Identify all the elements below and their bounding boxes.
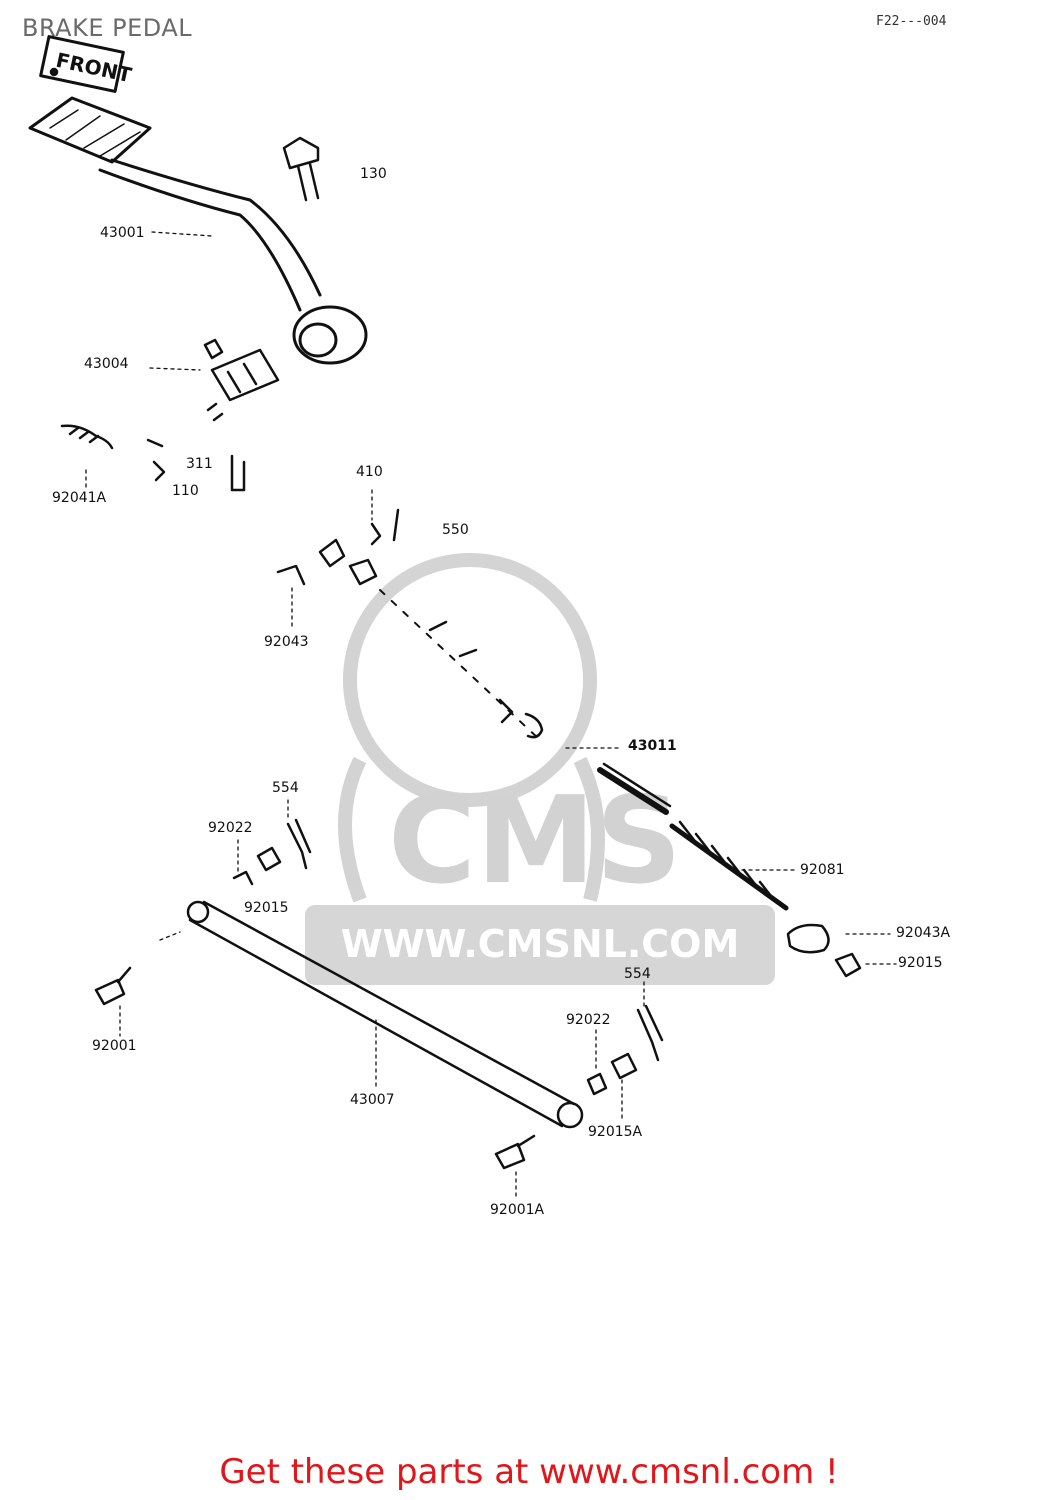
label-92001A: 92001A: [490, 1202, 545, 1218]
label-92022-lower: 92022: [566, 1012, 611, 1028]
label-43004: 43004: [84, 356, 129, 372]
pedal-arm-43001: [98, 158, 368, 365]
bolt-130: [282, 136, 320, 202]
label-92015-upper: 92015: [244, 900, 289, 916]
nut-92043A: [786, 923, 830, 954]
washer-92015: [834, 952, 862, 978]
linkage-path: [379, 589, 541, 741]
label-43001: 43001: [100, 225, 145, 241]
pivot-shaft-43004: [203, 338, 280, 422]
cotter-pin-554-upper: [232, 818, 312, 886]
bolt-92001: [94, 966, 132, 1006]
cotter-pin-410: [370, 508, 400, 546]
label-554-lower: 554: [624, 966, 651, 982]
label-110: 110: [172, 483, 199, 499]
clip-92043: [276, 538, 378, 586]
watermark-brand: CMS: [388, 772, 682, 911]
spring-92081: [669, 820, 789, 911]
cotter-pin-554-lower: [586, 1004, 664, 1096]
watermark-url-bar: [305, 905, 775, 985]
clevis-43011: [428, 620, 544, 739]
brake-rod: [597, 762, 672, 815]
label-410: 410: [356, 464, 383, 480]
label-92022-upper: 92022: [208, 820, 253, 836]
spring-92041A: [60, 424, 114, 450]
diagram-reference-code: F22---004: [876, 14, 947, 29]
get-parts-link[interactable]: Get these parts at www.cmsnl.com !: [219, 1452, 839, 1492]
bolt-92001A: [494, 1134, 536, 1170]
pin-311: [230, 454, 246, 492]
label-92015-right: 92015: [898, 955, 943, 971]
label-92081: 92081: [800, 862, 845, 878]
label-43007: 43007: [350, 1092, 395, 1108]
label-550: 550: [442, 522, 469, 538]
label-130: 130: [360, 166, 387, 182]
label-92015A: 92015A: [588, 1124, 643, 1140]
leader-lines: [85, 231, 897, 1201]
label-92041A: 92041A: [52, 490, 107, 506]
watermark-url: WWW.CMSNL.COM: [341, 922, 740, 966]
label-92043: 92043: [264, 634, 309, 650]
front-marker: [39, 35, 125, 93]
label-43011: 43011: [628, 738, 677, 754]
label-554-upper: 554: [272, 780, 299, 796]
label-92043A: 92043A: [896, 925, 951, 941]
label-92001: 92001: [92, 1038, 137, 1054]
label-311: 311: [186, 456, 213, 472]
washer-110: [146, 438, 166, 482]
pedal-pad: [28, 96, 152, 164]
